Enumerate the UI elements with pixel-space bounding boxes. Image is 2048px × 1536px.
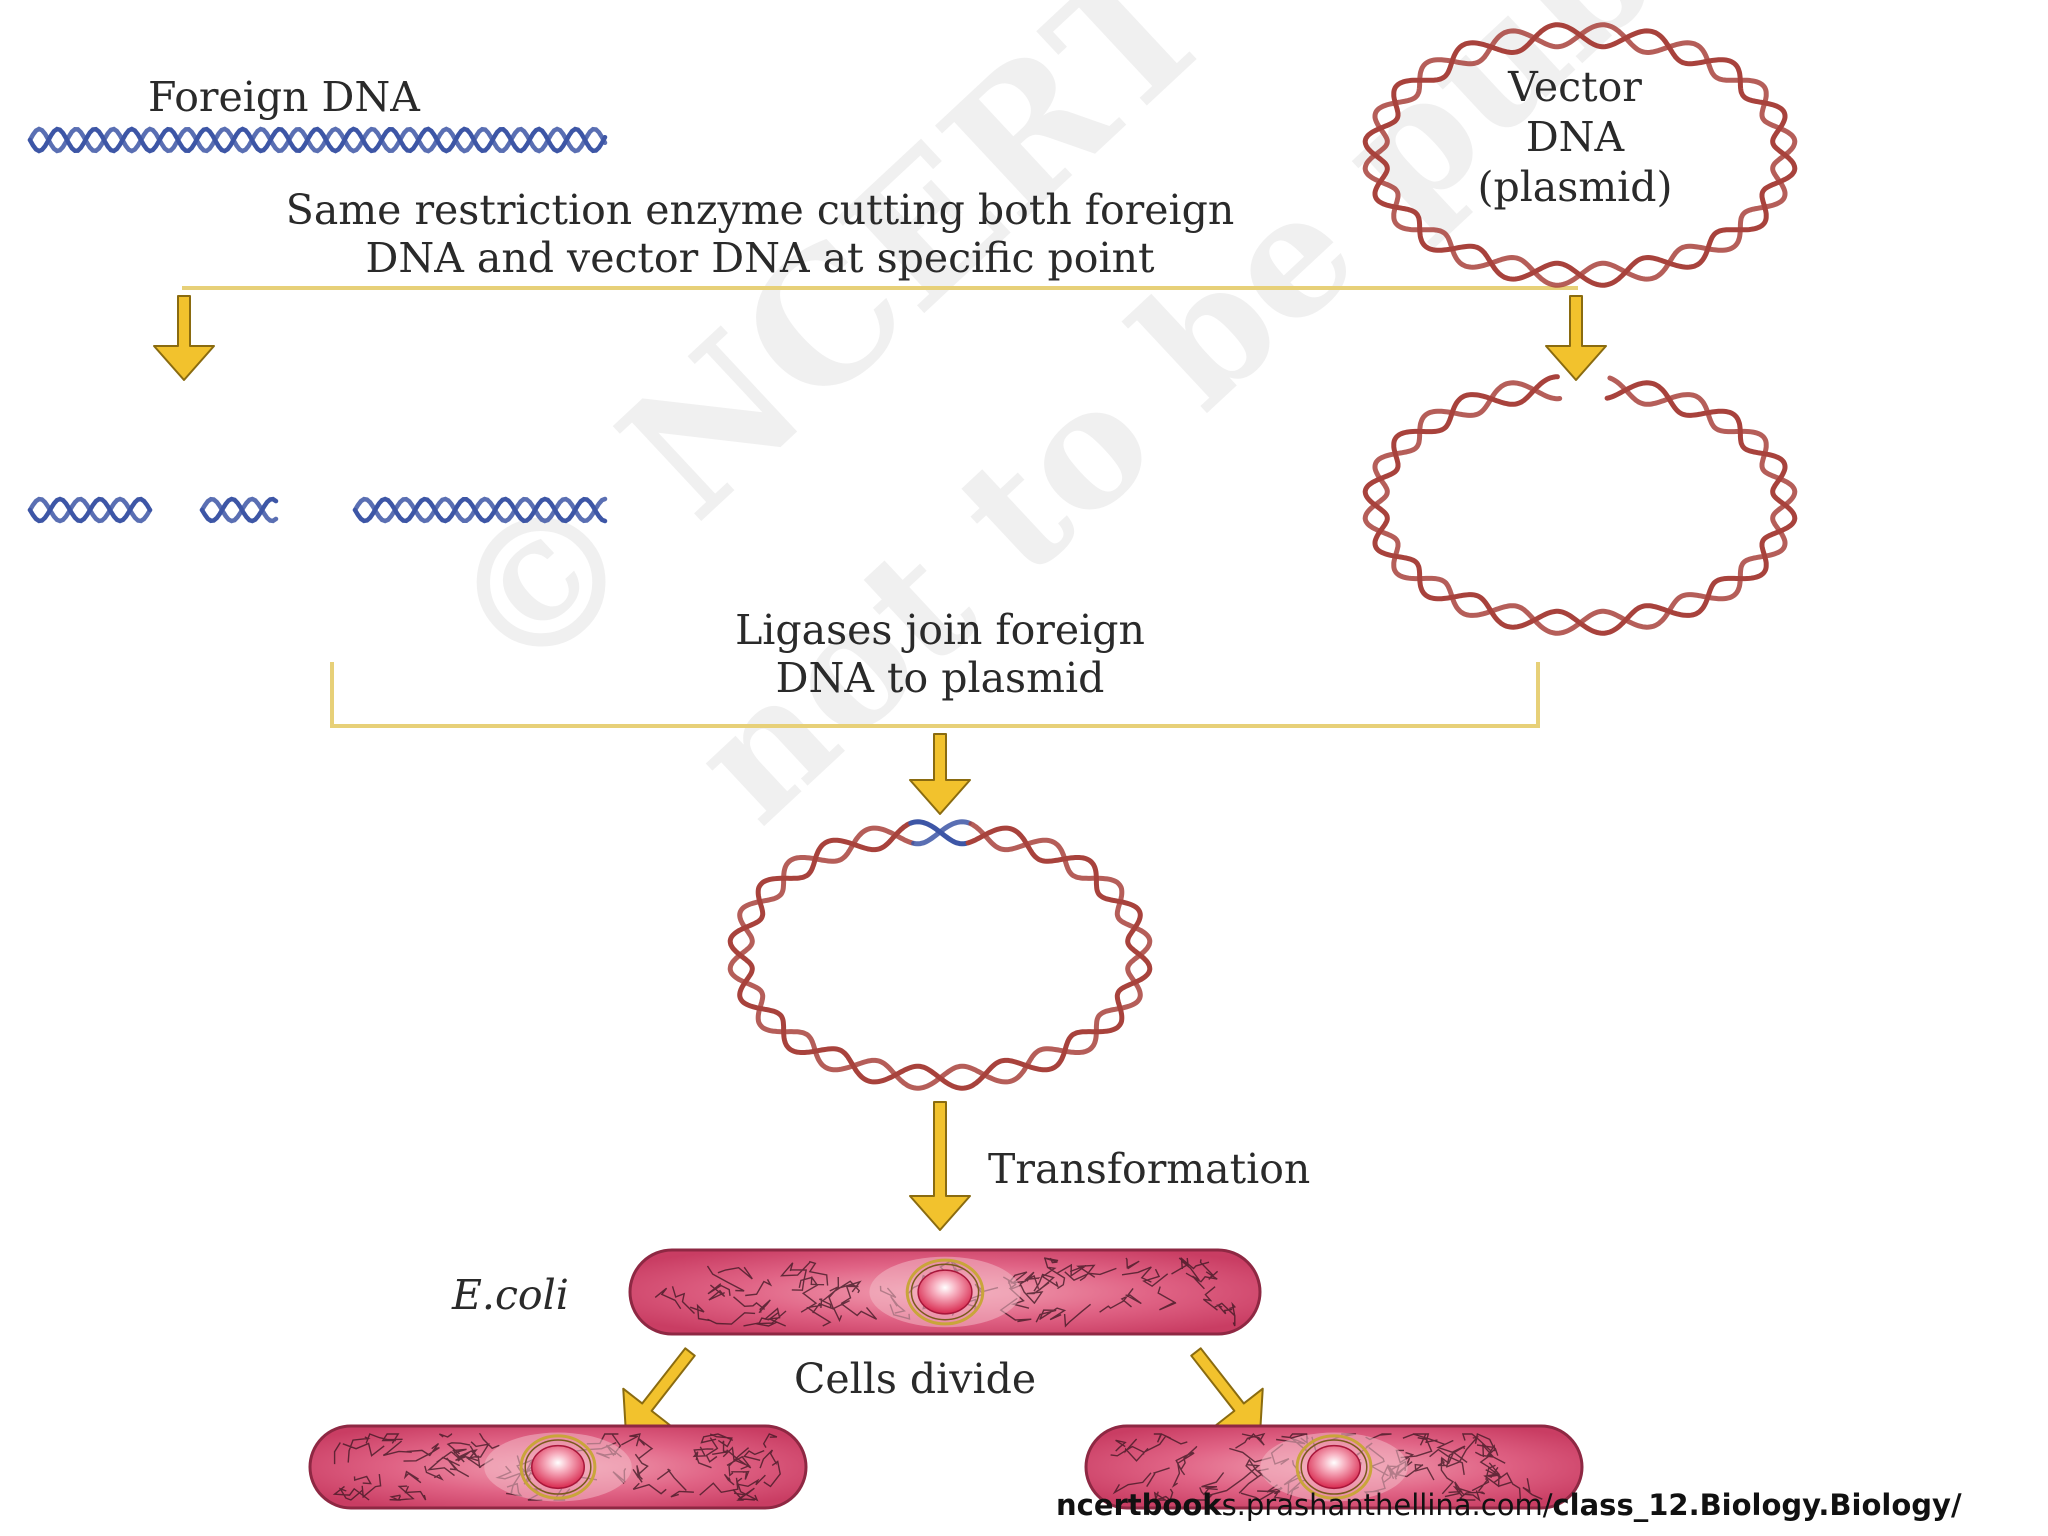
ligases-caption-line-1: Ligases join foreign [735, 606, 1145, 654]
recombinant-plasmid [727, 819, 1153, 1091]
ecoli-cell-nucleoid [917, 1269, 973, 1315]
watermark: © NCERT not to be published [406, 0, 2048, 859]
cut-plasmid [1362, 374, 1798, 636]
restriction-caption: Same restriction enzyme cutting both for… [140, 186, 1380, 282]
daughter-cell-left-nucleoid [531, 1444, 585, 1490]
dna-layer [27, 22, 1798, 1091]
daughter-cell-left-plasmid [519, 1434, 597, 1500]
arrows-layer [153, 295, 1607, 1435]
arrow-ligase-down [909, 733, 971, 815]
foreign-dna-strand [27, 126, 608, 154]
daughter-cell-right-nucleoid [1307, 1444, 1361, 1490]
transformation-label: Transformation [988, 1145, 1311, 1193]
footer-part-1: ncertbook [1056, 1488, 1222, 1522]
arrow-restriction-right [1545, 295, 1607, 381]
vector-dna-line-2: DNA [1525, 113, 1625, 161]
ligases-caption-line-2: DNA to plasmid [775, 654, 1105, 702]
foreign-fragment-insert [199, 496, 279, 524]
footer-part-2: s.prashanthellina.com/ [1221, 1488, 1553, 1522]
daughter-cell-right [1084, 1424, 1584, 1510]
cells-divide-label: Cells divide [794, 1355, 1037, 1403]
footer-url: ncertbooks.prashanthellina.com/class_12.… [1056, 1488, 1962, 1522]
arrow-divide-right [1190, 1347, 1264, 1435]
ligases-caption: Ligases join foreign DNA to plasmid [640, 606, 1240, 702]
ligase-bracket [330, 662, 1540, 728]
foreign-fragment-left [27, 496, 153, 524]
vector-dna-line-1: Vector [1508, 63, 1642, 111]
ecoli-label: E.coli [452, 1271, 569, 1319]
daughter-cell-right-plasmid [1295, 1434, 1373, 1500]
watermark-line-2: not to be published [654, 0, 2048, 859]
vector-plasmid [1362, 22, 1798, 288]
vector-dna-label: Vector DNA (plasmid) [1440, 62, 1710, 212]
foreign-dna-label: Foreign DNA [148, 73, 420, 121]
ecoli-cell-plasmid [905, 1258, 985, 1326]
vector-dna-line-3: (plasmid) [1477, 163, 1673, 211]
arrow-restriction-left [153, 295, 215, 381]
restriction-caption-line-2: DNA and vector DNA at specific point [365, 234, 1155, 282]
ecoli-cell [628, 1248, 1262, 1336]
foreign-fragment-right [352, 496, 608, 524]
arrow-transformation [909, 1101, 971, 1231]
footer-part-4: / [1950, 1488, 1962, 1522]
cell-layer [308, 1248, 1584, 1510]
footer-part-3: class_12.Biology.Biology [1552, 1488, 1951, 1522]
daughter-cell-left [308, 1424, 808, 1510]
restriction-caption-line-1: Same restriction enzyme cutting both for… [285, 186, 1235, 234]
